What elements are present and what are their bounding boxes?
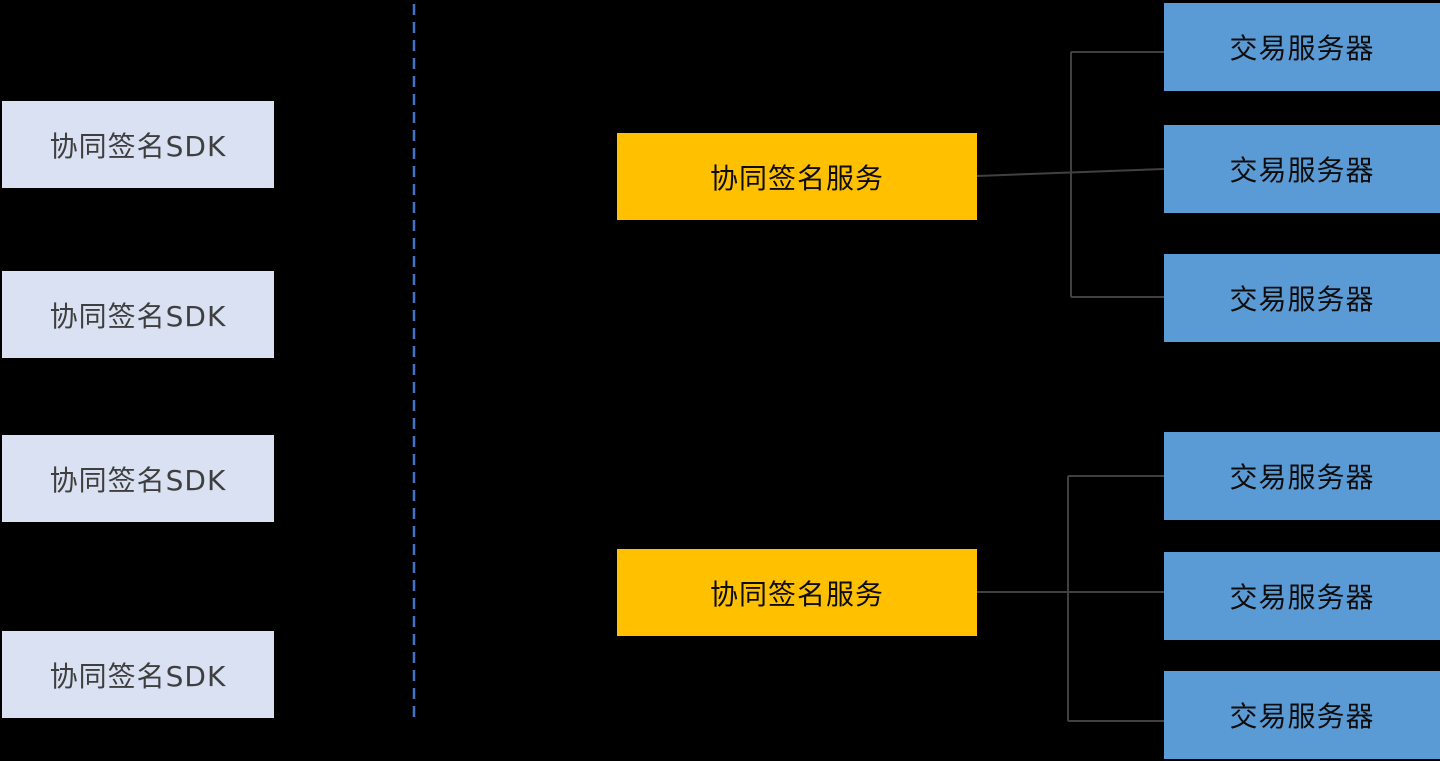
sdk-node-4: 协同签名SDK (2, 631, 274, 718)
server-node-3-label: 交易服务器 (1229, 283, 1375, 316)
sdk-node-1-label: 协同签名SDK (49, 129, 227, 163)
server-node-2-label: 交易服务器 (1229, 154, 1375, 187)
server-node-4: 交易服务器 (1164, 432, 1440, 520)
server-node-4-label: 交易服务器 (1229, 461, 1375, 494)
server-node-6-label: 交易服务器 (1229, 700, 1375, 733)
service-node-2: 协同签名服务 (617, 549, 977, 636)
sdk-node-4-label: 协同签名SDK (49, 659, 227, 693)
server-node-6: 交易服务器 (1164, 671, 1440, 759)
service-node-1: 协同签名服务 (617, 133, 977, 220)
server-node-3: 交易服务器 (1164, 254, 1440, 342)
server-node-2: 交易服务器 (1164, 125, 1440, 213)
sdk-node-1: 协同签名SDK (2, 101, 274, 188)
service-node-1-label: 协同签名服务 (709, 161, 884, 195)
connector-group1-middle (976, 168, 1165, 177)
server-node-5-label: 交易服务器 (1229, 581, 1375, 614)
sdk-node-2: 协同签名SDK (2, 271, 274, 358)
server-node-1: 交易服务器 (1164, 3, 1440, 91)
sdk-node-2-label: 协同签名SDK (49, 299, 227, 333)
sdk-node-3: 协同签名SDK (2, 435, 274, 522)
service-node-2-label: 协同签名服务 (709, 577, 884, 611)
sdk-node-3-label: 协同签名SDK (49, 463, 227, 497)
server-node-1-label: 交易服务器 (1229, 32, 1375, 65)
server-node-5: 交易服务器 (1164, 552, 1440, 640)
